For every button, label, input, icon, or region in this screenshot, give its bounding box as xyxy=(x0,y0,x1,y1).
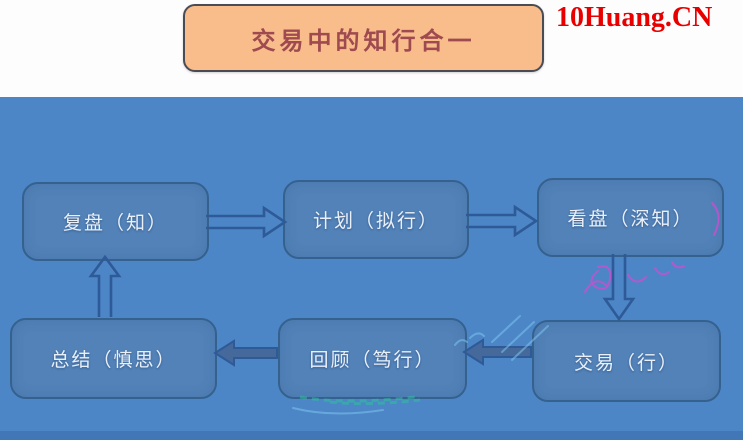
node-trade-label: 交易（行） xyxy=(573,352,679,374)
diagram-title: 交易中的知行合一 xyxy=(251,27,476,55)
diagram-title-box: 交易中的知行合一 xyxy=(183,4,544,72)
node-summarize-label: 总结（慎思） xyxy=(50,350,177,371)
node-look-back-label: 回顾（笃行） xyxy=(309,350,436,371)
node-review-know: 复盘（知） xyxy=(22,182,209,261)
node-summarize: 总结（慎思） xyxy=(10,318,217,399)
node-watch-market-label: 看盘（深知） xyxy=(567,209,694,230)
node-trade: 交易（行） xyxy=(532,320,721,402)
node-plan-label: 计划（拟行） xyxy=(312,211,439,232)
site-watermark: 10Huang.CN xyxy=(556,2,713,33)
node-watch-market: 看盘（深知） xyxy=(537,178,724,257)
node-look-back: 回顾（笃行） xyxy=(278,318,467,399)
panel-bottom-shade xyxy=(0,431,743,440)
node-plan: 计划（拟行） xyxy=(283,180,469,259)
node-review-know-label: 复盘（知） xyxy=(62,213,168,234)
